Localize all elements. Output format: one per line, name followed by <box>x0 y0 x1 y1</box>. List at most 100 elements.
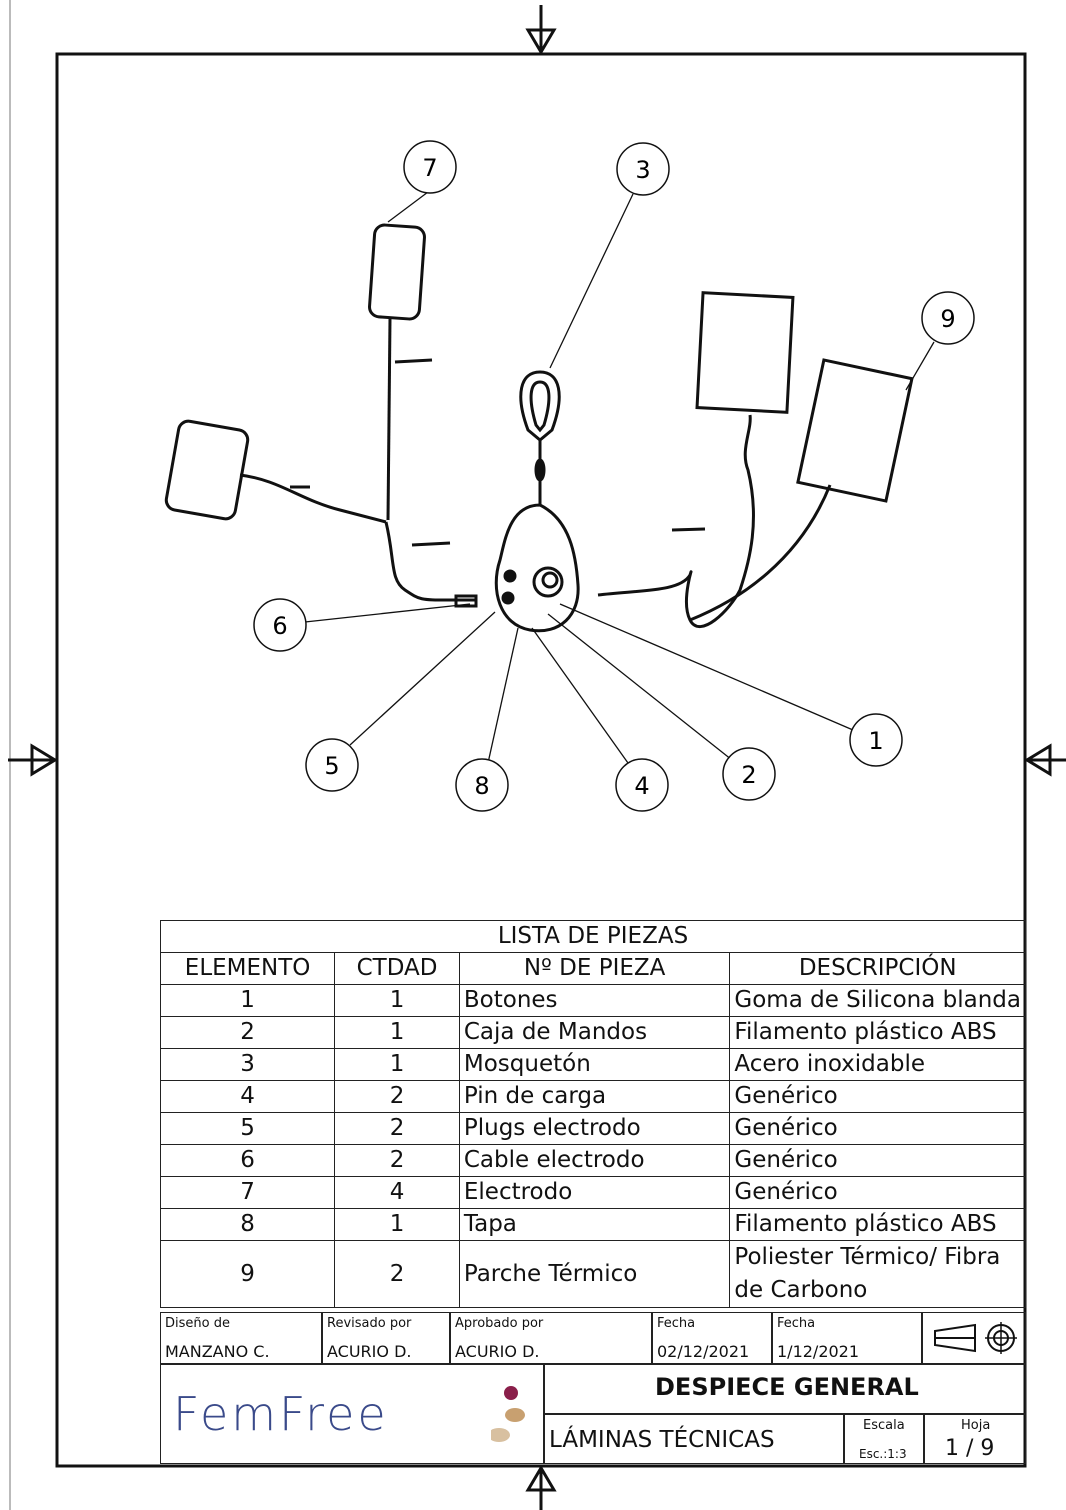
cell-descripcion: Acero inoxidable <box>729 1048 1026 1081</box>
femfree-logo: FemFree <box>173 1387 389 1441</box>
balloon-9: 9 <box>921 291 975 345</box>
revisado-label: Revisado por <box>327 1316 412 1331</box>
fecha1-cell: Fecha 02/12/2021 <box>652 1312 772 1364</box>
aprobado-cell: Aprobado por ACURIO D. <box>450 1312 652 1364</box>
cell-pieza: Botones <box>458 984 731 1017</box>
cell-elemento: 7 <box>159 1176 336 1209</box>
cell-ctdad: 2 <box>334 1080 460 1113</box>
cell-pieza: Plugs electrodo <box>458 1112 731 1145</box>
header-elemento: ELEMENTO <box>159 952 336 985</box>
cell-descripcion: Genérico <box>729 1144 1026 1177</box>
hoja-label: Hoja <box>961 1418 991 1433</box>
cell-elemento: 5 <box>159 1112 336 1145</box>
control-box <box>494 503 580 633</box>
balloon-3: 3 <box>616 142 670 196</box>
cell-ctdad: 4 <box>334 1176 460 1209</box>
hoja-value: 1 / 9 <box>945 1436 995 1461</box>
cell-descripcion: Filamento plástico ABS <box>729 1208 1026 1241</box>
thermal-patch-b <box>796 358 914 503</box>
balloon-7: 7 <box>403 140 457 194</box>
revisado-value: ACURIO D. <box>327 1342 412 1361</box>
fecha2-value: 1/12/2021 <box>777 1342 860 1361</box>
projection-icon <box>934 1322 1017 1354</box>
svg-text:4: 4 <box>634 772 649 800</box>
diseno-value: MANZANO C. <box>165 1342 270 1361</box>
callout-balloons: 7 3 9 6 1 2 5 8 4 <box>253 140 975 812</box>
electrode-pad-top <box>368 223 426 321</box>
escala-cell: Escala Esc.:1:3 <box>844 1414 924 1464</box>
cell-elemento: 3 <box>159 1048 336 1081</box>
cell-pieza: Parche Térmico <box>458 1240 731 1308</box>
logo-cell: FemFree <box>160 1364 544 1464</box>
cell-ctdad: 1 <box>334 1048 460 1081</box>
svg-text:3: 3 <box>635 156 650 184</box>
cell-ctdad: 1 <box>334 984 460 1017</box>
leader-lines <box>304 191 935 764</box>
fecha2-label: Fecha <box>777 1316 816 1331</box>
cell-descripcion: Goma de Silicona blanda <box>729 984 1026 1017</box>
parts-list-title: LISTA DE PIEZAS <box>160 920 1026 953</box>
svg-text:2: 2 <box>741 761 756 789</box>
cell-descripcion: Genérico <box>729 1176 1026 1209</box>
cell-pieza: Tapa <box>458 1208 731 1241</box>
aprobado-label: Aprobado por <box>455 1316 544 1331</box>
cell-ctdad: 1 <box>334 1208 460 1241</box>
diseno-label: Diseño de <box>165 1316 230 1331</box>
cell-descripcion: Genérico <box>729 1080 1026 1113</box>
cell-elemento: 1 <box>159 984 336 1017</box>
fecha2-cell: Fecha 1/12/2021 <box>772 1312 922 1364</box>
cell-elemento: 8 <box>159 1208 336 1241</box>
cell-ctdad: 2 <box>334 1112 460 1145</box>
hoja-cell: Hoja 1 / 9 <box>924 1414 1026 1464</box>
cell-pieza: Electrodo <box>458 1176 731 1209</box>
drawing-title-cell: DESPIECE GENERAL <box>544 1364 1026 1414</box>
cell-pieza: Pin de carga <box>458 1080 731 1113</box>
header-pieza: Nº DE PIEZA <box>458 952 731 985</box>
cell-descripcion: Genérico <box>729 1112 1026 1145</box>
svg-text:5: 5 <box>324 752 339 780</box>
parts-list-table: LISTA DE PIEZAS ELEMENTO CTDAD Nº DE PIE… <box>159 920 1026 1308</box>
logo-dots <box>491 1386 525 1442</box>
diseno-cell: Diseño de MANZANO C. <box>160 1312 322 1364</box>
centering-marks <box>8 5 1066 1510</box>
projection-symbol <box>922 1312 1026 1364</box>
cell-ctdad: 2 <box>334 1240 460 1308</box>
cell-pieza: Cable electrodo <box>458 1144 731 1177</box>
escala-value: Esc.:1:3 <box>859 1447 907 1461</box>
header-ctdad: CTDAD <box>334 952 460 985</box>
cell-pieza: Caja de Mandos <box>458 1016 731 1049</box>
balloon-1: 1 <box>849 713 903 767</box>
svg-text:6: 6 <box>272 612 287 640</box>
cell-descripcion: Poliester Térmico/ Fibra de Carbono <box>729 1240 1026 1308</box>
cell-ctdad: 1 <box>334 1016 460 1049</box>
thermal-patch-a <box>695 291 795 414</box>
aprobado-value: ACURIO D. <box>455 1342 540 1361</box>
balloon-5: 5 <box>305 738 359 792</box>
cell-pieza: Mosquetón <box>458 1048 731 1081</box>
escala-label: Escala <box>863 1418 905 1433</box>
svg-text:9: 9 <box>940 305 955 333</box>
cell-elemento: 2 <box>159 1016 336 1049</box>
svg-text:7: 7 <box>422 154 437 182</box>
balloon-2: 2 <box>722 747 776 801</box>
svg-text:1: 1 <box>868 727 883 755</box>
header-descripcion: DESCRIPCIÓN <box>729 952 1026 985</box>
svg-text:8: 8 <box>474 772 489 800</box>
fecha1-label: Fecha <box>657 1316 696 1331</box>
revisado-cell: Revisado por ACURIO D. <box>322 1312 450 1364</box>
subtitle-cell: LÁMINAS TÉCNICAS <box>544 1414 844 1464</box>
exploded-view <box>164 223 914 633</box>
electrode-pad-left <box>164 419 250 521</box>
balloon-4: 4 <box>615 758 669 812</box>
cell-ctdad: 2 <box>334 1144 460 1177</box>
